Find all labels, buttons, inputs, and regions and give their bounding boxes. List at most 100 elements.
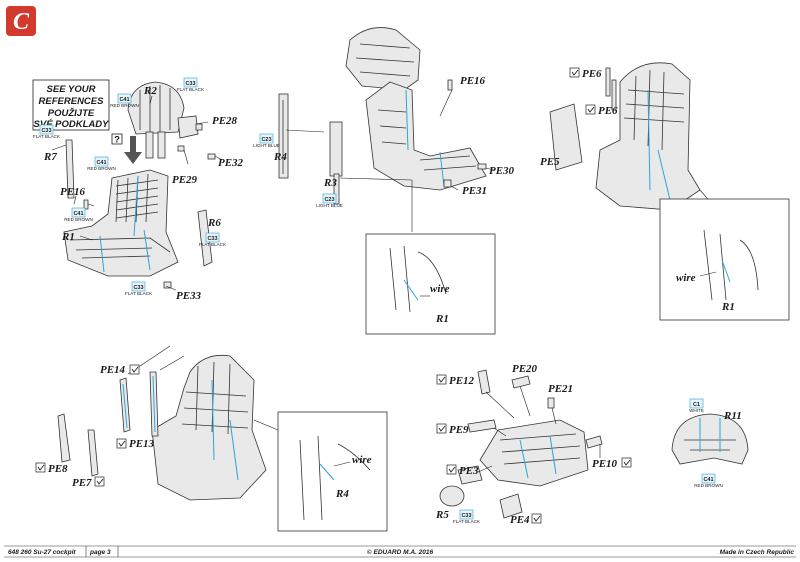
svg-text:C33: C33 bbox=[133, 285, 143, 291]
reference-question-icon bbox=[111, 133, 123, 145]
svg-text:C41: C41 bbox=[119, 97, 129, 103]
label-PE28: PE28 bbox=[212, 115, 238, 127]
detail-frame-wire-r1-right: wire R1 bbox=[659, 198, 790, 321]
badge-c33-r5: C33 FLAT BLACK bbox=[453, 509, 481, 524]
svg-text:FLAT BLACK: FLAT BLACK bbox=[125, 291, 153, 296]
badge-c41-r11: C41 RED BROWN bbox=[694, 473, 723, 488]
label-PE12: PE12 bbox=[449, 375, 475, 387]
badge-c33-r7: C33 FLAT BLACK bbox=[33, 124, 61, 139]
label-PE30: PE30 bbox=[489, 165, 515, 177]
label-R11: R11 bbox=[723, 410, 742, 422]
label-R5: R5 bbox=[435, 509, 449, 521]
label-PE16-center: PE16 bbox=[460, 75, 486, 87]
seat-assembly-top-right bbox=[549, 62, 741, 237]
label-PE31: PE31 bbox=[462, 185, 487, 197]
footer-copyright: © EDUARD M.A. 2016 bbox=[367, 548, 434, 556]
svg-text:FLAT BLACK: FLAT BLACK bbox=[177, 87, 205, 92]
svg-text:FLAT BLACK: FLAT BLACK bbox=[199, 242, 227, 247]
label-wire-1: wire bbox=[430, 283, 450, 295]
reference-line-2: REFERENCES bbox=[39, 96, 105, 107]
check-box-icon bbox=[436, 423, 447, 434]
label-PE6-b: PE6 bbox=[598, 105, 618, 117]
label-PE7: PE7 bbox=[72, 477, 92, 489]
section-letter: C bbox=[13, 9, 30, 35]
label-R6: R6 bbox=[207, 217, 221, 229]
footer-page: page 3 bbox=[89, 549, 111, 556]
seat-assembly-top-center bbox=[278, 27, 495, 232]
badge-c41-seat: C41 RED BROWN bbox=[87, 156, 116, 171]
label-PE9: PE9 bbox=[449, 424, 469, 436]
svg-text:C23: C23 bbox=[261, 137, 271, 143]
detail-frame-wire-r4: wire R4 bbox=[277, 411, 388, 532]
seat-assembly-bottom-left bbox=[57, 345, 279, 501]
label-PE14: PE14 bbox=[100, 364, 126, 376]
check-box-icon bbox=[446, 464, 457, 475]
footer-bar: 648 260 Su-27 cockpit page 3 © EDUARD M.… bbox=[4, 545, 796, 558]
check-box-icon bbox=[531, 513, 542, 524]
label-PE10: PE10 bbox=[592, 458, 618, 470]
badge-c33-r2: C33 FLAT BLACK bbox=[177, 77, 205, 92]
svg-text:C33: C33 bbox=[461, 513, 471, 519]
label-PE5: PE5 bbox=[540, 156, 560, 168]
label-R2: R2 bbox=[143, 85, 157, 97]
label-PE21: PE21 bbox=[548, 383, 573, 395]
detail-frame-wire-r1: wire R1 bbox=[365, 233, 496, 335]
svg-text:C41: C41 bbox=[96, 160, 106, 166]
badge-c33-r6: C33 FLAT BLACK bbox=[199, 232, 227, 247]
reference-note: SEE YOUR REFERENCES POUŽIJTE SVÉ PODKLAD… bbox=[32, 79, 123, 146]
reference-marker: ? bbox=[114, 135, 120, 146]
svg-text:C33: C33 bbox=[41, 128, 51, 134]
label-R4-detail: R4 bbox=[335, 488, 349, 500]
label-PE29: PE29 bbox=[172, 174, 198, 186]
check-box-icon bbox=[35, 462, 46, 473]
svg-text:C41: C41 bbox=[73, 211, 83, 217]
svg-text:FLAT BLACK: FLAT BLACK bbox=[453, 519, 481, 524]
check-box-icon bbox=[116, 438, 127, 449]
svg-text:RED BROWN: RED BROWN bbox=[694, 483, 723, 488]
label-R4-center: R4 bbox=[273, 151, 287, 163]
reference-line-1: SEE YOUR bbox=[47, 84, 96, 95]
svg-text:WHITE: WHITE bbox=[689, 408, 704, 413]
check-box-icon bbox=[94, 476, 105, 487]
label-PE4: PE4 bbox=[510, 514, 530, 526]
check-box-icon bbox=[621, 457, 632, 468]
svg-text:LIGHT BLUE: LIGHT BLUE bbox=[316, 203, 343, 208]
svg-text:C41: C41 bbox=[703, 477, 713, 483]
svg-text:RED BROWN: RED BROWN bbox=[87, 166, 116, 171]
label-wire-3: wire bbox=[352, 454, 372, 466]
seat-assembly-top-left bbox=[51, 81, 223, 291]
svg-text:RED BROWN: RED BROWN bbox=[64, 217, 93, 222]
footer-origin: Made in Czech Republic bbox=[720, 549, 795, 556]
label-PE6-a: PE6 bbox=[582, 68, 602, 80]
svg-text:LIGHT BLUE: LIGHT BLUE bbox=[253, 143, 280, 148]
label-wire-2: wire bbox=[676, 272, 696, 284]
svg-text:C1: C1 bbox=[693, 402, 700, 408]
badge-c41-pe16: C41 RED BROWN bbox=[64, 207, 93, 222]
label-PE13: PE13 bbox=[129, 438, 155, 450]
label-R1-detail-2: R1 bbox=[721, 301, 735, 313]
svg-text:C33: C33 bbox=[207, 236, 217, 242]
check-box-icon bbox=[129, 364, 140, 375]
badge-c23-r3: C23 LIGHT BLUE bbox=[316, 193, 343, 208]
badge-c23-r4: C23 LIGHT BLUE bbox=[253, 133, 280, 148]
label-PE32: PE32 bbox=[218, 157, 244, 169]
badge-c33-pe33: C33 FLAT BLACK bbox=[125, 281, 153, 296]
label-PE33: PE33 bbox=[176, 290, 202, 302]
check-box-icon bbox=[569, 67, 580, 78]
label-R7: R7 bbox=[43, 151, 57, 163]
label-PE3: PE3 bbox=[459, 465, 479, 477]
label-R1-detail-1: R1 bbox=[435, 313, 449, 325]
check-box-icon bbox=[585, 104, 596, 115]
label-PE8: PE8 bbox=[48, 463, 68, 475]
down-arrow-icon bbox=[124, 136, 142, 164]
section-badge: C bbox=[6, 6, 36, 36]
helmet-r11 bbox=[671, 413, 749, 465]
svg-text:C23: C23 bbox=[324, 197, 334, 203]
label-PE20: PE20 bbox=[512, 363, 538, 375]
svg-text:RED BROWN: RED BROWN bbox=[110, 103, 139, 108]
reference-line-4: SVÉ PODKLADY bbox=[34, 119, 111, 130]
label-R3: R3 bbox=[323, 177, 337, 189]
svg-text:C33: C33 bbox=[185, 81, 195, 87]
badge-c1-r11: C1 WHITE bbox=[689, 398, 704, 413]
